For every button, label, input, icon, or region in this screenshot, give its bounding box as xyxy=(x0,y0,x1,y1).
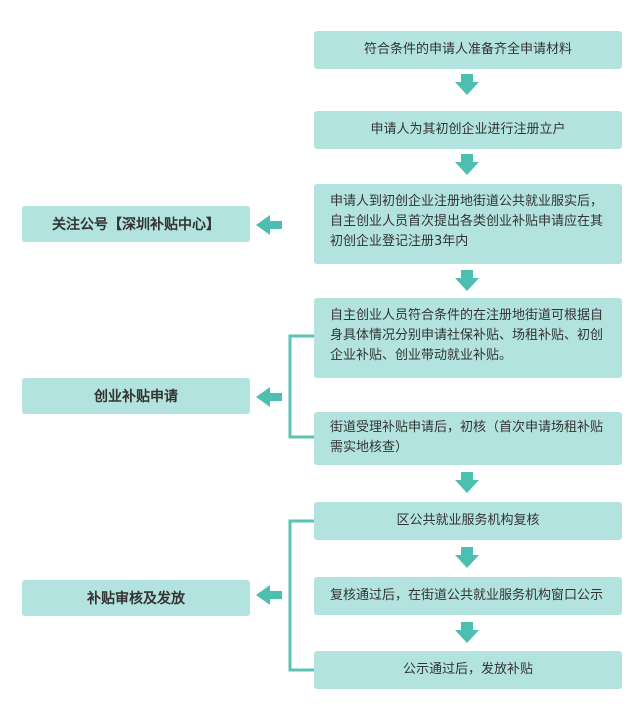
step-issue-subsidy: 公示通过后，发放补贴 xyxy=(314,651,622,689)
step-prepare-materials: 符合条件的申请人准备齐全申请材料 xyxy=(314,31,622,69)
down-arrow-5 xyxy=(455,547,479,568)
step-apply-subsidies: 自主创业人员符合条件的在注册地街道可根据自身具体情况分别申请社保补贴、场租补贴、… xyxy=(314,298,622,378)
step-register-account: 申请人为其初创企业进行注册立户 xyxy=(314,111,622,149)
bracket-review xyxy=(288,519,314,672)
down-arrow-6 xyxy=(455,622,479,643)
step-initial-review: 街道受理补贴申请后，初核（首次申请场租补贴需实地核查） xyxy=(314,412,622,465)
left-arrow-3 xyxy=(256,585,282,605)
left-arrow-1 xyxy=(256,215,282,235)
label-review-and-issue: 补贴审核及发放 xyxy=(22,580,250,616)
down-arrow-1 xyxy=(455,74,479,95)
step-apply-deadline: 申请人到初创企业注册地街道公共就业服实后，自主创业人员首次提出各类创业补贴申请应… xyxy=(314,184,622,264)
left-arrow-2 xyxy=(256,387,282,407)
label-entrepreneurship-application: 创业补贴申请 xyxy=(22,378,250,414)
down-arrow-2 xyxy=(455,154,479,175)
down-arrow-3 xyxy=(455,270,479,291)
step-public-notice: 复核通过后，在街道公共就业服务机构窗口公示 xyxy=(314,577,622,615)
bracket-apply xyxy=(288,334,314,439)
step-district-review: 区公共就业服务机构复核 xyxy=(314,502,622,540)
down-arrow-4 xyxy=(455,472,479,493)
label-follow-account: 关注公号【深圳补贴中心】 xyxy=(22,206,250,242)
